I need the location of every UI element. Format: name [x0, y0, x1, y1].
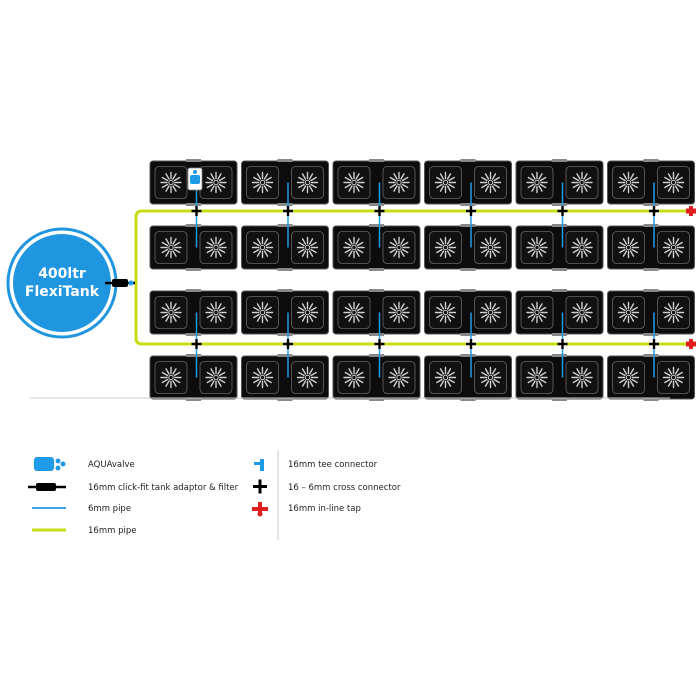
aquavalve-icon [34, 457, 66, 471]
pipe-16mm [134, 209, 690, 283]
tray [149, 354, 238, 401]
cross-connector [283, 339, 293, 349]
aquavalve [187, 167, 203, 191]
tray [424, 354, 512, 401]
tray [241, 289, 329, 336]
tray [241, 354, 329, 401]
legend-label-cross-connector: 16 – 6mm cross connector [288, 483, 401, 493]
flexitank: 400ltr FlexiTank [6, 227, 118, 339]
cross-connector [466, 339, 476, 349]
tray [607, 224, 695, 271]
cross-connector [374, 206, 385, 216]
cross-connector [557, 206, 568, 216]
connectors [187, 167, 696, 349]
legend-label-aquavalve: AQUAvalve [88, 460, 135, 470]
tray [515, 354, 604, 401]
flexitank-label-line2: FlexiTank [25, 284, 100, 300]
flexitank-body [13, 234, 111, 332]
tray [332, 224, 421, 271]
tray [424, 159, 512, 206]
cross-connector-icon [253, 479, 267, 494]
tray [241, 159, 329, 206]
tray [607, 159, 695, 206]
legend-label-tee-connector: 16mm tee connector [288, 460, 378, 470]
inline-tap [686, 339, 696, 349]
tee-connector-icon [254, 459, 264, 471]
legend-label-6mm-pipe: 6mm pipe [88, 504, 131, 514]
flexitank-label-line1: 400ltr [38, 266, 86, 282]
tray [149, 289, 238, 336]
tank-adaptor-filter [105, 279, 135, 287]
cross-connector [191, 339, 202, 349]
tray [149, 159, 238, 206]
legend-label-tank-adaptor: 16mm click-fit tank adaptor & filter [88, 483, 239, 493]
tray [241, 224, 329, 271]
cross-connector [374, 339, 385, 349]
cross-connector [466, 206, 476, 216]
pipe-16mm [134, 283, 690, 346]
inline-tap-icon [252, 502, 268, 517]
cross-connector [283, 206, 293, 216]
tray [515, 159, 604, 206]
cross-connector [191, 206, 202, 216]
tray-grid [149, 159, 695, 401]
pipe-network [134, 182, 690, 378]
tray [332, 289, 421, 336]
legend: AQUAvalve 16mm click-fit tank adaptor & … [28, 457, 401, 536]
tray [607, 289, 695, 336]
cross-connector [649, 339, 659, 349]
cross-connector [649, 206, 659, 216]
tray [332, 159, 421, 206]
tray [332, 354, 421, 401]
tray [424, 224, 512, 271]
legend-label-16mm-pipe: 16mm pipe [88, 526, 136, 536]
inline-tap [686, 206, 696, 216]
tray [515, 224, 604, 271]
tray [424, 289, 512, 336]
tray [149, 224, 238, 271]
tank-adaptor-filter-icon [28, 483, 66, 491]
tray [607, 354, 695, 401]
cross-connector [557, 339, 568, 349]
tray [515, 289, 604, 336]
legend-label-inline-tap: 16mm in-line tap [288, 504, 361, 514]
